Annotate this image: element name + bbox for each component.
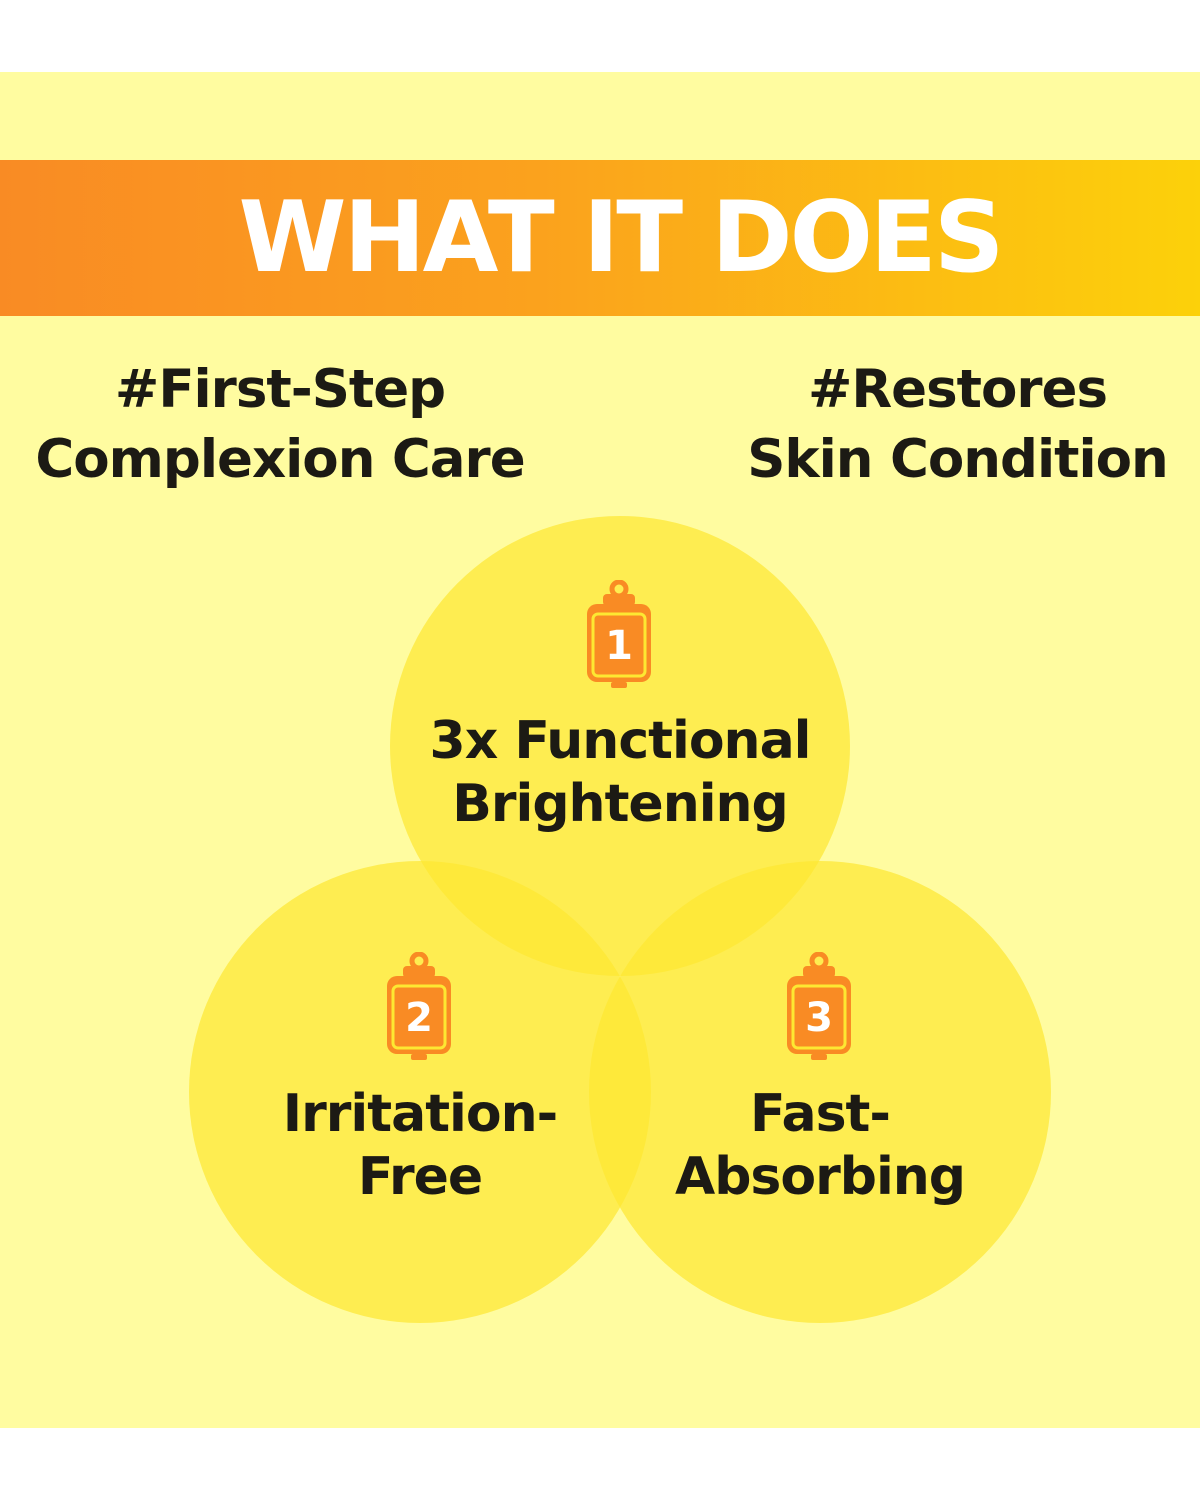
benefit-label-line: Irritation- — [282, 1084, 558, 1144]
benefit-label-irritation-free: Irritation- Free — [200, 1083, 640, 1209]
serum-bag-icon: 2 — [383, 951, 455, 1062]
benefit-label-brightening: 3x Functional Brightening — [400, 710, 840, 836]
benefit-label-line: Absorbing — [674, 1147, 966, 1207]
benefit-circle-3 — [589, 861, 1051, 1323]
tagline-text: Complexion Care — [35, 429, 525, 490]
tagline-hashtag: #Restores — [807, 359, 1108, 420]
banner-title: WHAT IT DOES — [238, 181, 1005, 295]
serum-bag-icon: 1 — [583, 579, 655, 690]
benefit-label-line: 3x Functional — [429, 711, 812, 771]
benefit-circle-2 — [189, 861, 651, 1323]
header-banner: WHAT IT DOES — [0, 160, 1200, 316]
benefit-label-line: Free — [357, 1147, 483, 1207]
benefit-label-line: Fast- — [750, 1084, 891, 1144]
badge-number: 1 — [605, 623, 633, 669]
tagline-text: Skin Condition — [747, 429, 1169, 490]
tagline-hashtag: #First-Step — [114, 359, 446, 420]
badge-number: 2 — [405, 995, 433, 1041]
benefit-label-line: Brightening — [452, 774, 789, 834]
tagline-first-step: #First-Step Complexion Care — [10, 355, 550, 495]
tagline-restores: #Restores Skin Condition — [720, 355, 1195, 495]
serum-bag-icon: 3 — [783, 951, 855, 1062]
benefit-circle-1 — [390, 516, 850, 976]
benefit-label-fast-absorbing: Fast- Absorbing — [600, 1083, 1040, 1209]
badge-number: 3 — [805, 995, 833, 1041]
